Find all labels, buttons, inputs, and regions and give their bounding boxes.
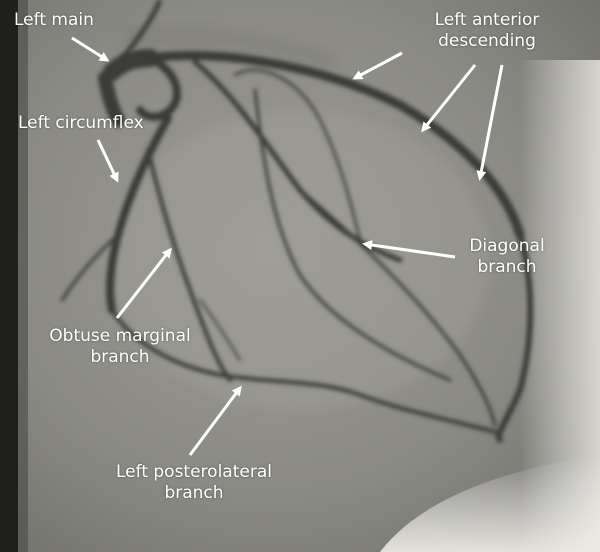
arrow-obtuse-marginal (115, 247, 172, 319)
arrow-lad-1 (352, 51, 403, 80)
label-posterolateral: Left posterolateral branch (94, 462, 294, 504)
arrow-left-main (71, 36, 110, 62)
label-obtuse-line2: branch (90, 347, 150, 367)
left-main-vessel (103, 49, 159, 81)
label-lad-line1: Left anterior (434, 10, 540, 30)
film-edge-shadow (18, 0, 28, 552)
label-diagonal-line1: Diagonal (469, 236, 545, 256)
label-posterolateral-line1: Left posterolateral (116, 462, 272, 482)
label-posterolateral-line2: branch (164, 483, 224, 503)
label-left-main: Left main (14, 10, 94, 30)
arrow-diagonal (362, 240, 456, 259)
arrow-posterolateral (188, 385, 242, 456)
arrow-lad-2 (421, 64, 477, 133)
label-obtuse-marginal: Obtuse marginal branch (22, 326, 218, 368)
label-circumflex: Left circumflex (18, 113, 144, 133)
arrow-lad-3 (476, 64, 504, 181)
posterolateral-vessel (110, 308, 497, 434)
label-obtuse-line1: Obtuse marginal (49, 326, 191, 346)
label-arrows (71, 36, 504, 456)
lad-vessel (145, 51, 525, 240)
label-lad: Left anterior descending (412, 10, 562, 52)
obtuse-marginal-vessel (146, 148, 232, 382)
label-diagonal: Diagonal branch (452, 236, 562, 278)
arrow-circumflex (96, 139, 119, 183)
circumflex-vessel (106, 114, 172, 314)
bright-region-bottom (380, 455, 600, 552)
film-edge-left (0, 0, 18, 552)
label-diagonal-line2: branch (477, 257, 537, 277)
label-lad-line2: descending (438, 31, 536, 51)
